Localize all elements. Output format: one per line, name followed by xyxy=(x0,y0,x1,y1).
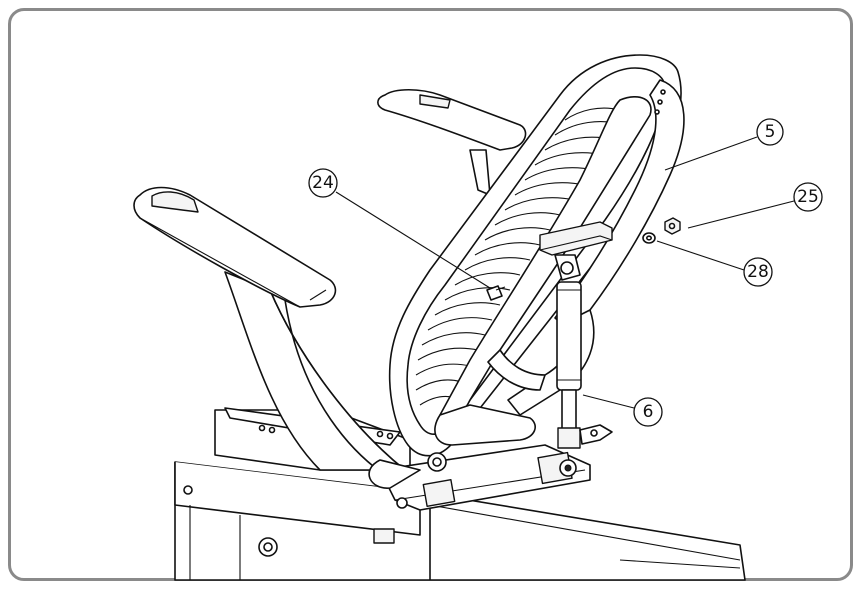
callout-label-24: 24 xyxy=(312,173,334,193)
bolt-24 xyxy=(486,285,506,301)
bracket-tab xyxy=(373,528,395,544)
nut-25 xyxy=(664,217,681,235)
callout-label-5: 5 xyxy=(765,122,776,142)
callout-28: 28 xyxy=(743,257,773,287)
base-frame xyxy=(174,461,746,581)
leader-lines xyxy=(335,136,795,409)
callout-6: 6 xyxy=(633,397,663,427)
callout-24: 24 xyxy=(308,168,338,198)
washer-28 xyxy=(642,232,656,244)
support-bracket xyxy=(539,221,613,281)
callout-5: 5 xyxy=(756,118,784,146)
gas-cylinder xyxy=(556,281,613,449)
callout-label-6: 6 xyxy=(643,402,654,422)
callout-25: 25 xyxy=(793,182,823,212)
pivot-linkage xyxy=(368,444,591,511)
callout-label-25: 25 xyxy=(797,187,819,207)
right-armrest xyxy=(377,88,527,196)
callout-label-28: 28 xyxy=(747,262,769,282)
